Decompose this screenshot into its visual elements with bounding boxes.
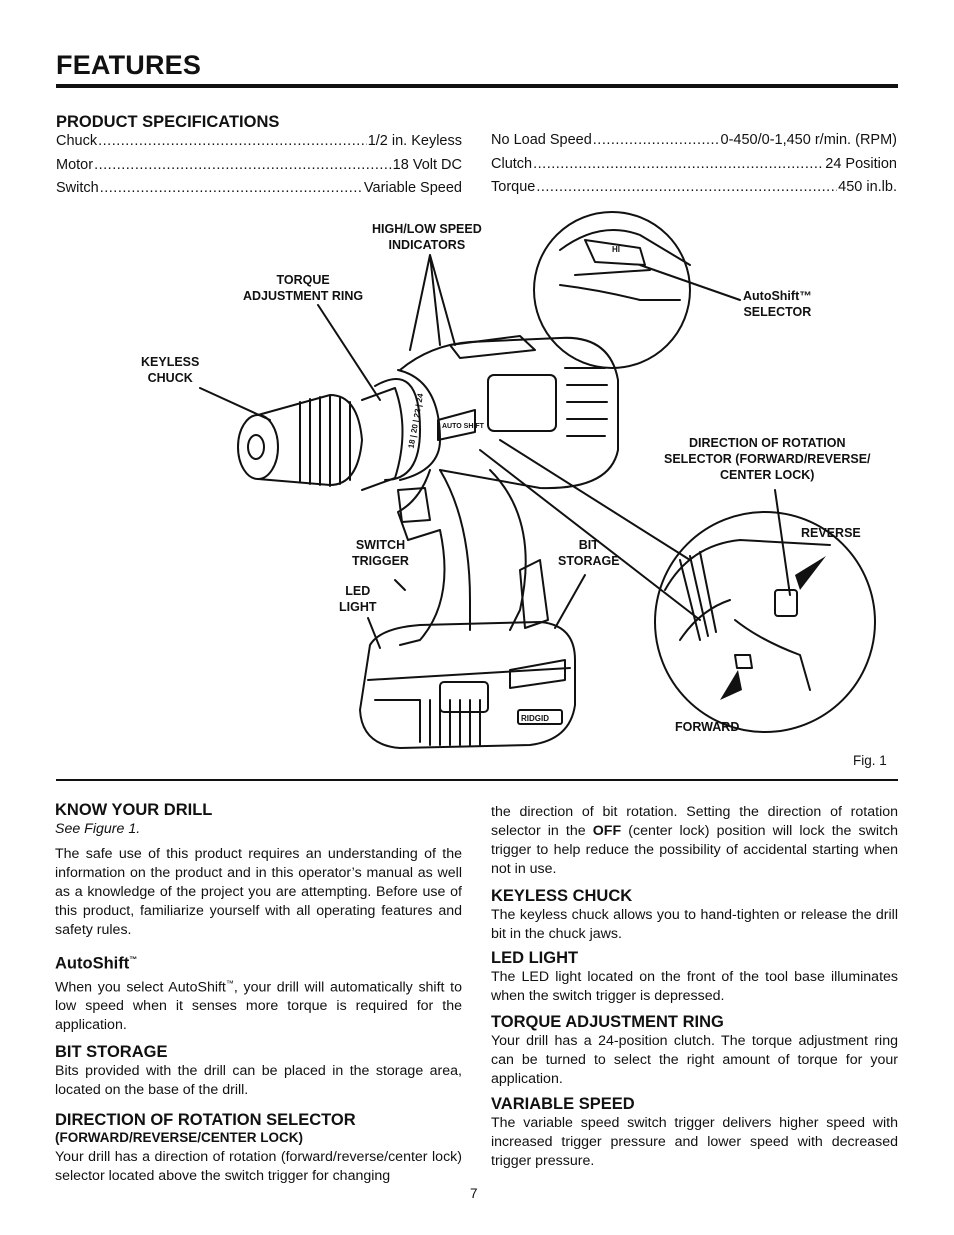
autoshift-label-plate <box>437 409 476 441</box>
spec-value: 24 Position <box>825 156 897 172</box>
know-body: The safe use of this product requires an… <box>55 846 462 938</box>
torque-heading: TORQUE ADJUSTMENT RING <box>491 1013 724 1031</box>
spec-label: No Load Speed <box>491 132 592 148</box>
chuck-illustration <box>237 387 404 491</box>
page-title: FEATURES <box>56 50 202 80</box>
left-column: KNOW YOUR DRILL See Figure 1. The safe u… <box>55 800 462 1186</box>
spec-label: Motor <box>56 157 94 173</box>
callout-led-light: LED LIGHT <box>339 584 377 614</box>
autoshift-detail-circle <box>533 211 691 369</box>
led-body: The LED light located on the front of th… <box>491 969 898 1004</box>
direction-body: Your drill has a direction of rotation (… <box>55 1149 462 1185</box>
switch-trigger <box>397 487 431 523</box>
callout-keyless-chuck: KEYLESS CHUCK <box>141 355 200 385</box>
see-figure: See Figure 1. <box>55 821 141 837</box>
brand-mark: RIDGID <box>521 714 549 723</box>
spec-value: 450 in.lb. <box>838 179 897 195</box>
battery-pack <box>359 621 576 749</box>
speed-indicator-top <box>449 335 536 359</box>
autoshift-badge-text: AUTO SHIFT <box>442 423 485 430</box>
direction-heading: DIRECTION OF ROTATION SELECTOR <box>55 1111 356 1130</box>
spec-row-clutch: Clutch 24 Position <box>491 156 897 172</box>
reverse-arrow <box>795 556 826 590</box>
spec-value: 18 Volt DC <box>392 157 462 173</box>
callout-autoshift-selector: AutoShift™ SELECTOR <box>743 289 812 319</box>
bit-storage-heading: BIT STORAGE <box>55 1043 168 1062</box>
callout-switch-trigger: SWITCH TRIGGER <box>352 538 409 568</box>
section-rule <box>56 779 898 781</box>
spec-label: Clutch <box>491 156 533 172</box>
keyless-heading: KEYLESS CHUCK <box>491 887 633 905</box>
bit-storage-body: Bits provided with the drill can be plac… <box>55 1063 462 1099</box>
drill-illustration: AUTO SHIFT RIDGID HI 18 | 20 | 22 | 24 <box>199 211 876 749</box>
direction-detail-circle <box>654 511 876 733</box>
callout-high-low-speed: HIGH/LOW SPEED INDICATORS <box>372 222 482 252</box>
autoshift-heading: AutoShift™ <box>55 954 138 973</box>
spec-row-switch: Switch Variable Speed <box>56 180 462 196</box>
figure-number: Fig. 1 <box>853 753 887 768</box>
torque-ring-illustration <box>374 369 441 481</box>
spec-row-motor: Motor 18 Volt DC <box>56 157 462 173</box>
callout-reverse: REVERSE <box>801 526 861 540</box>
bit-storage-slot <box>519 559 549 629</box>
vent-slots <box>564 367 608 437</box>
spec-label: Chuck <box>56 133 98 149</box>
housing-panel <box>487 374 557 432</box>
spec-row-torque: Torque 450 in.lb. <box>491 179 897 195</box>
variable-heading: VARIABLE SPEED <box>491 1095 635 1113</box>
clutch-numbers: 18 | 20 | 22 | 24 <box>407 392 426 449</box>
callout-torque-ring: TORQUE ADJUSTMENT RING <box>243 273 364 303</box>
spec-value: Variable Speed <box>363 180 462 196</box>
page-number: 7 <box>470 1186 478 1201</box>
spec-value: 0-450/0-1,450 r/min. (RPM) <box>720 132 897 148</box>
callout-bit-storage: BIT STORAGE <box>558 538 620 568</box>
motor-housing <box>399 336 619 490</box>
direction-subheading: (FORWARD/REVERSE/CENTER LOCK) <box>55 1130 304 1146</box>
trigger-area <box>397 469 446 646</box>
spec-row-chuck: Chuck 1/2 in. Keyless <box>56 133 462 149</box>
autoshift-body: When you select AutoShift™, your drill w… <box>55 978 462 1034</box>
spec-row-no-load-speed: No Load Speed 0-450/0-1,450 r/min. (RPM) <box>491 132 897 148</box>
hi-mark: HI <box>612 245 620 254</box>
spec-label: Torque <box>491 179 536 195</box>
variable-body: The variable speed switch trigger delive… <box>491 1115 898 1169</box>
keyless-body: The keyless chuck allows you to hand-tig… <box>491 907 898 942</box>
callout-forward: FORWARD <box>675 720 740 734</box>
torque-body: Your drill has a 24-position clutch. The… <box>491 1033 898 1087</box>
title-rule <box>56 84 898 88</box>
know-heading: KNOW YOUR DRILL <box>55 801 213 819</box>
right-column: the direction of bit rotation. Setting t… <box>491 803 898 1171</box>
spec-value: 1/2 in. Keyless <box>367 133 462 149</box>
spec-label: Switch <box>56 180 99 196</box>
led-heading: LED LIGHT <box>491 949 579 967</box>
forward-arrow <box>720 670 742 700</box>
direction-body-continued: the direction of bit rotation. Setting t… <box>491 804 898 877</box>
specs-heading: PRODUCT SPECIFICATIONS <box>56 113 280 131</box>
callout-direction-selector: DIRECTION OF ROTATION SELECTOR (FORWARD/… <box>664 436 871 482</box>
handle-back <box>489 469 527 631</box>
